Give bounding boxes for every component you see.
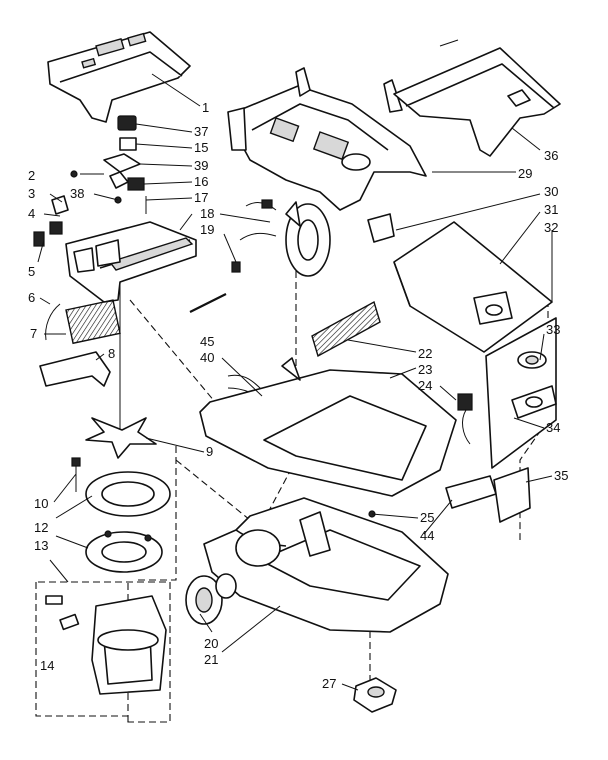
callout-29: 29	[518, 166, 532, 181]
frame-part	[199, 357, 457, 497]
top-cover-part	[47, 31, 191, 123]
handle-housing-part	[65, 221, 197, 430]
cord-and-filter-parts	[39, 299, 121, 387]
fan-gasket-part	[85, 417, 157, 459]
caster-part	[353, 677, 397, 713]
right-cover-part	[393, 39, 561, 157]
callout-2: 2	[28, 168, 35, 183]
latch-part	[367, 213, 395, 243]
callout-10: 10	[34, 496, 48, 511]
callout-20: 20	[204, 636, 218, 651]
callout-34: 34	[546, 420, 560, 435]
callout-12: 12	[34, 520, 48, 535]
callout-36: 36	[544, 148, 558, 163]
leader-lines	[37, 73, 553, 691]
callout-1: 1	[202, 100, 209, 115]
callout-6: 6	[28, 290, 35, 305]
callout-35: 35	[554, 468, 568, 483]
handle-top-part	[227, 67, 427, 211]
callout-25: 25	[420, 510, 434, 525]
callout-45: 45	[200, 334, 214, 349]
callout-24: 24	[418, 378, 432, 393]
callout-18: 18	[200, 206, 214, 221]
callout-31: 31	[544, 202, 558, 217]
dust-bag-part	[393, 221, 553, 353]
callout-44: 44	[420, 528, 434, 543]
callout-14: 14	[40, 658, 54, 673]
callout-17: 17	[194, 190, 208, 205]
motor-kit-box	[35, 581, 171, 723]
callout-3: 3	[28, 186, 35, 201]
fan-pulley-part	[231, 199, 331, 277]
callout-38: 38	[70, 186, 84, 201]
callout-33: 33	[546, 322, 560, 337]
callout-4: 4	[28, 206, 35, 221]
callout-40: 40	[200, 350, 214, 365]
switch-part	[457, 393, 473, 445]
callout-15: 15	[194, 140, 208, 155]
base-housing-part	[203, 497, 449, 633]
callout-30: 30	[544, 184, 558, 199]
callout-labels: 1 2 3 4 5 6 7 8 9 10 12 13 14 15 16 17 1…	[28, 100, 568, 691]
callout-32: 32	[544, 220, 558, 235]
callout-21: 21	[204, 652, 218, 667]
callout-27: 27	[322, 676, 336, 691]
callout-37: 37	[194, 124, 208, 139]
bracket-part	[445, 467, 531, 523]
callout-7: 7	[30, 326, 37, 341]
switch-parts-cluster	[33, 115, 147, 247]
callout-13: 13	[34, 538, 48, 553]
screw-part	[189, 293, 227, 313]
bag-holder-part	[485, 317, 557, 469]
motor-rings-parts	[71, 457, 171, 573]
filter-grille-part	[311, 300, 381, 358]
callout-39: 39	[194, 158, 208, 173]
callout-22: 22	[418, 346, 432, 361]
callout-19: 19	[200, 222, 214, 237]
callout-16: 16	[194, 174, 208, 189]
callout-9: 9	[206, 444, 213, 459]
callout-23: 23	[418, 362, 432, 377]
callout-8: 8	[108, 346, 115, 361]
wheel-part	[185, 573, 237, 625]
callout-5: 5	[28, 264, 35, 279]
